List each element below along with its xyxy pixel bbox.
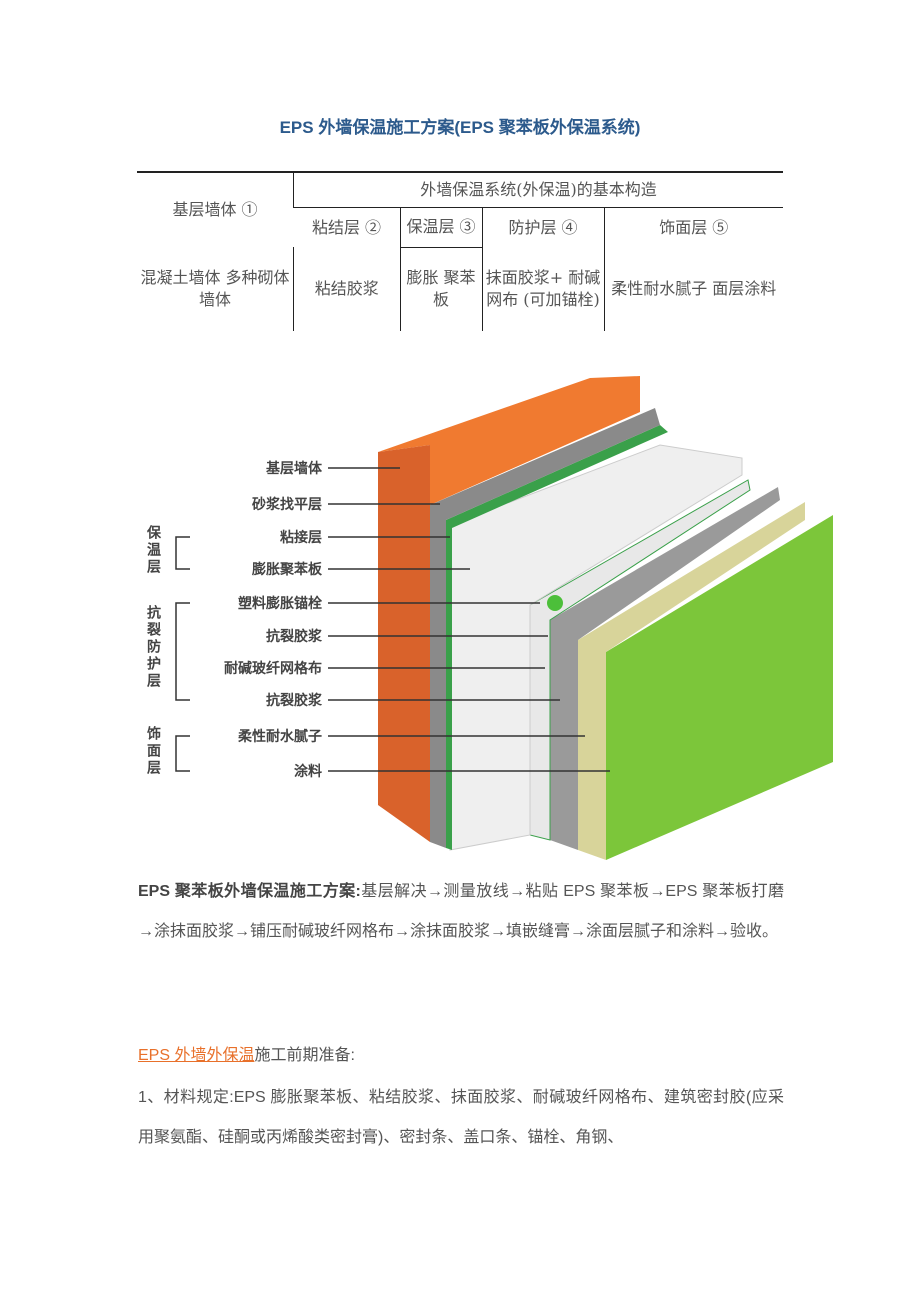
diagram-label: 抗裂胶浆 [266, 692, 323, 709]
group-bracket [175, 602, 190, 701]
group-label-finish: 饰面层 [145, 726, 161, 777]
cell-value: 膨胀 聚苯板 [399, 247, 482, 331]
group-label-insulation: 保温层 [145, 525, 161, 576]
cell-value: 混凝土墙体 多种砌体墙体 [140, 268, 290, 309]
plaster-layer [550, 487, 780, 850]
cell-base-wall: 基层墙体 ① [137, 171, 294, 247]
anchor-icon [547, 595, 563, 611]
paint-layer [606, 515, 833, 860]
diagram-label: 膨胀聚苯板 [252, 561, 323, 578]
eps-board [449, 444, 743, 851]
diagram-label: 基层墙体 [266, 460, 323, 477]
process-heading: EPS 聚苯板外墙保温施工方案: [138, 883, 361, 900]
diagram-label: 砂浆找平层 [251, 496, 322, 513]
cell-layer: 防护层 ④ [481, 207, 604, 247]
paragraph-materials: 1、材料规定:EPS 膨胀聚苯板、粘结胶浆、抹面胶浆、耐碱玻纤网格布、建筑密封胶… [138, 1089, 784, 1146]
putty-layer [578, 502, 805, 860]
diagram-label: 塑料膨胀锚栓 [238, 595, 322, 612]
group-bracket [175, 735, 190, 772]
group-label-crack-protection: 抗裂防护层 [145, 605, 161, 690]
group-bracket [175, 536, 190, 570]
diagram-labels: 基层墙体砂浆找平层粘接层膨胀聚苯板塑料膨胀锚栓抗裂胶浆耐碱玻纤网格布抗裂胶浆柔性… [175, 460, 610, 780]
diagram-label: 抗裂胶浆 [266, 628, 323, 645]
cell-value: 粘结胶浆 [293, 247, 400, 331]
paragraph-process: EPS 聚苯板外墙保温施工方案:基层解决→测量放线→粘贴 EPS 聚苯板→EPS… [138, 872, 784, 952]
prep-text: 施工前期准备: [254, 1047, 355, 1064]
cell-value: 柔性耐水腻子 面层涂料 [603, 247, 783, 331]
structure-table: 基层墙体 ① 外墙保温系统(外保温)的基本构造 粘结层 ② 保温层 ③ 防护层 … [137, 171, 783, 331]
paragraph-prep: EPS 外墙外保温施工前期准备: [138, 1036, 784, 1076]
diagram-label: 粘接层 [280, 529, 322, 546]
brick-front [378, 445, 430, 842]
page-title: EPS 外墙保温施工方案(EPS 聚苯板外保温系统) [279, 118, 641, 137]
diagram-label: 柔性耐水腻子 [237, 728, 322, 745]
wall-layers-diagram: 基层墙体砂浆找平层粘接层膨胀聚苯板塑料膨胀锚栓抗裂胶浆耐碱玻纤网格布抗裂胶浆柔性… [175, 376, 833, 860]
cell-layer: 饰面层 ⑤ [603, 207, 783, 247]
brick-top [378, 376, 640, 505]
diagram-label: 涂料 [294, 763, 322, 780]
eps-link[interactable]: EPS 外墙外保温 [138, 1047, 255, 1064]
cell-layer: 粘结层 ② [293, 207, 400, 247]
table-header: 外墙保温系统(外保温)的基本构造 [293, 171, 783, 208]
process-text: 基层解决→测量放线→粘贴 EPS 聚苯板→EPS 聚苯板打磨→涂抹面胶浆→铺压耐… [138, 883, 784, 940]
cell-value: 抹面胶浆+ 耐碱网布 (可加锚栓) [481, 247, 604, 331]
cell-layer: 保温层 ③ [399, 207, 482, 248]
diagram-label: 耐碱玻纤网格布 [224, 660, 322, 677]
